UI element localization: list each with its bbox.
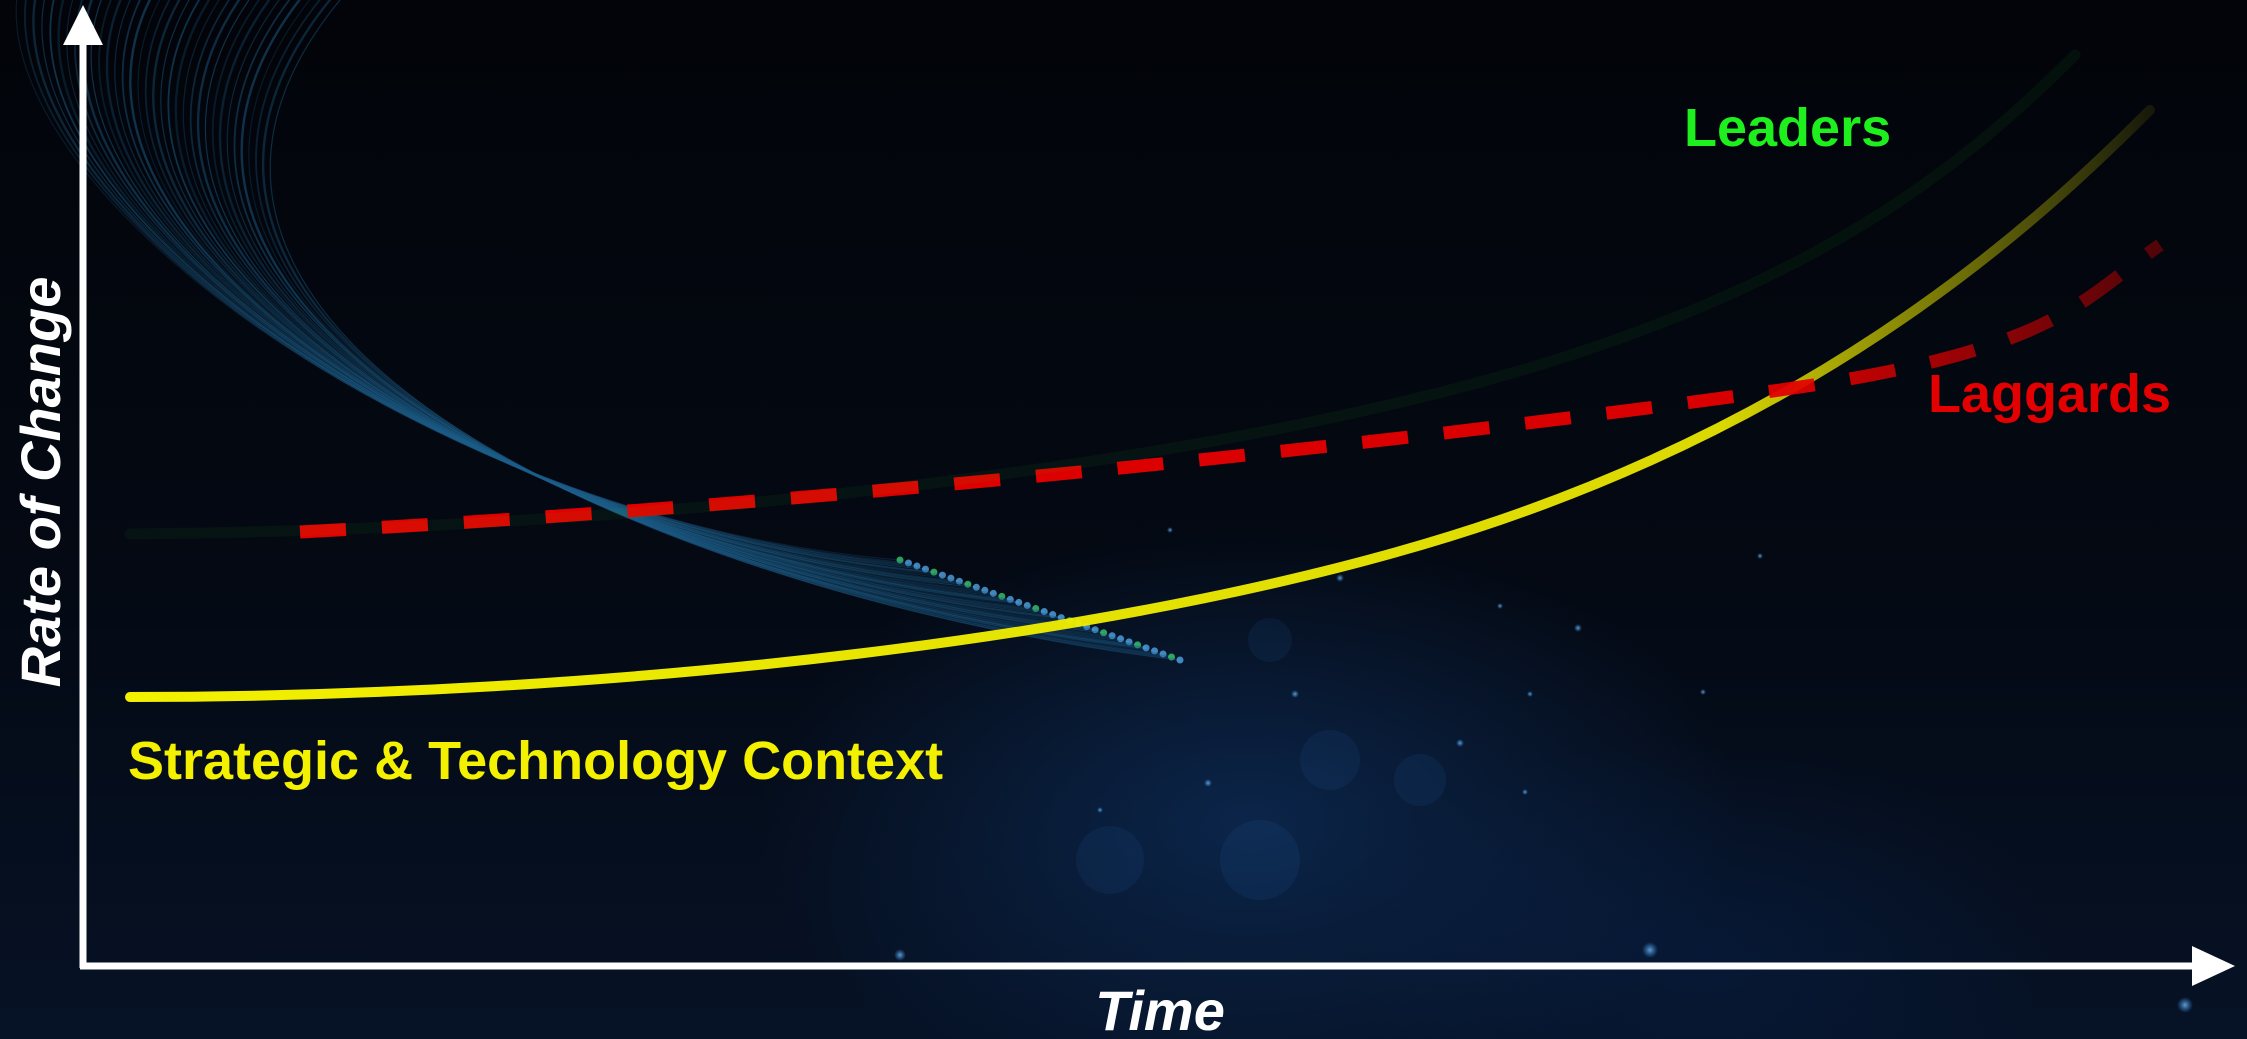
leaders-label: Leaders [1684, 98, 1891, 158]
fiber-strand [82, 0, 968, 586]
bokeh-dot [1220, 820, 1300, 900]
fiber-tip [1015, 598, 1023, 606]
fiber-strand [189, 0, 1087, 628]
fiber-tip [998, 592, 1006, 600]
fiber-strand [90, 0, 977, 588]
fiber-tip [913, 562, 921, 570]
fiber-strand [174, 0, 1070, 622]
fiber-strand [49, 0, 935, 574]
fiber-strand [23, 0, 909, 564]
fiber-tip [1176, 656, 1184, 664]
fiber-strand [261, 0, 1172, 659]
context-label: Strategic & Technology Context [128, 731, 943, 791]
fiber-tip [1040, 608, 1048, 616]
fiber-tip [1057, 614, 1065, 622]
fiber-tip [1125, 638, 1133, 646]
x-axis-arrowhead [2192, 946, 2235, 986]
fiber-tip [1134, 641, 1142, 649]
fiber-strand [121, 0, 1011, 601]
fiber-tip [989, 589, 997, 597]
bokeh-dot [1456, 739, 1464, 747]
fiber-tip [1151, 647, 1159, 655]
fiber-strand [41, 0, 926, 570]
fiber-tip [1091, 626, 1099, 634]
fiber-tip [1159, 650, 1167, 658]
fiber-tip [896, 556, 904, 564]
bokeh-dot [1076, 826, 1144, 894]
bokeh-dot [1336, 574, 1344, 582]
fiber-tip [1006, 595, 1014, 603]
bokeh-dot [1291, 690, 1299, 698]
fiber-strand [167, 0, 1062, 619]
fiber-tip [1100, 629, 1108, 637]
fiber-strand [240, 0, 1147, 650]
fiber-strand [255, 0, 1164, 655]
fiber-tip [938, 571, 946, 579]
bokeh-dot [1700, 689, 1706, 695]
axes [63, 5, 2235, 986]
fiber-strand [114, 0, 1002, 597]
bokeh-dot [2177, 997, 2193, 1013]
laggards-curve [299, 239, 2164, 539]
y-axis-label: Rate of Change [9, 277, 72, 688]
x-axis-label: Time [1095, 979, 1225, 1039]
bokeh-dot [1300, 730, 1360, 790]
bokeh-dot [1248, 618, 1292, 662]
fiber-strand [196, 0, 1096, 631]
fiber-strand [137, 0, 1028, 607]
laggards-label: Laggards [1928, 364, 2171, 424]
fiber-tip [1049, 611, 1057, 619]
fiber-tip [955, 577, 963, 585]
fiber-optic-background [15, 0, 1184, 664]
fiber-tip [1168, 653, 1176, 661]
fiber-strand [269, 0, 1181, 661]
fiber-strand [152, 0, 1045, 613]
context-curve [125, 105, 2155, 702]
fiber-strand [226, 0, 1130, 643]
bokeh-dot [1757, 553, 1763, 559]
fiber-tip [921, 565, 929, 573]
fiber-strand [32, 0, 918, 568]
bokeh-dot [1642, 942, 1658, 958]
bokeh-dot [1497, 603, 1503, 609]
bokeh-dot [1522, 789, 1528, 795]
bokeh-dot [1097, 807, 1103, 813]
fiber-strand [211, 0, 1113, 637]
fiber-strand [15, 0, 901, 561]
fiber-strand [160, 0, 1053, 616]
fiber-strand [144, 0, 1036, 610]
fiber-strand [57, 0, 943, 577]
fiber-strand [182, 0, 1079, 625]
fiber-tip [1142, 644, 1150, 652]
fiber-strand [129, 0, 1019, 604]
bokeh-dot [1204, 779, 1212, 787]
leaders-curve [124, 49, 2081, 540]
fiber-strand [233, 0, 1138, 646]
fiber-tip [904, 559, 912, 567]
bokeh-dot [1574, 624, 1582, 632]
fiber-tip [981, 586, 989, 594]
fiber-strand [248, 0, 1155, 652]
fiber-tip [947, 574, 955, 582]
y-axis-arrowhead [63, 5, 103, 45]
bokeh-dot [894, 949, 906, 961]
fiber-tip [972, 583, 980, 591]
fiber-tip [964, 580, 972, 588]
bokeh-dot [1167, 527, 1173, 533]
fiber-tip [1108, 632, 1116, 640]
bokeh-lights [894, 527, 2193, 1013]
fiber-strand [66, 0, 951, 579]
fiber-tip [1032, 604, 1040, 612]
fiber-tip [1023, 601, 1031, 609]
fiber-tip [930, 568, 938, 576]
fiber-strand [105, 0, 994, 595]
bokeh-dot [1527, 691, 1533, 697]
fiber-strand [98, 0, 985, 592]
fiber-tip [1117, 635, 1125, 643]
fiber-strand [204, 0, 1104, 634]
bokeh-dot [1394, 754, 1446, 806]
fiber-strand [218, 0, 1121, 640]
